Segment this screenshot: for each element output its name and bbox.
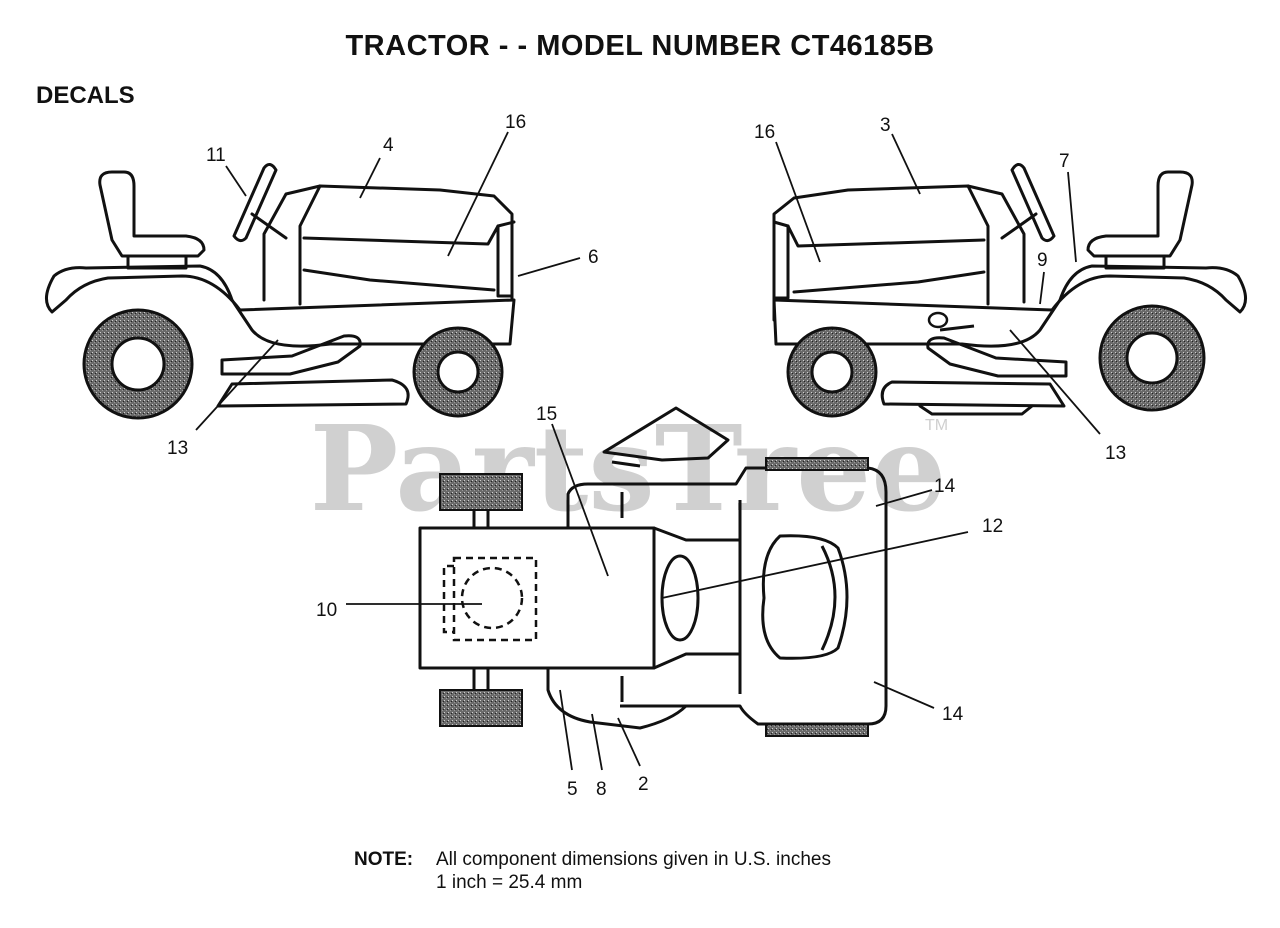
top-callouts: 15 14 12 10 14 5 8 2 [316, 404, 1003, 800]
rear-hub-right [1125, 331, 1179, 385]
watermark-tm: TM [925, 417, 948, 434]
callout-13-right: 13 [1105, 443, 1126, 464]
callout-2: 2 [638, 774, 649, 795]
front-hub-left [436, 350, 480, 394]
note-block: NOTE: All component dimensions given in U… [354, 848, 831, 894]
engine-outline-back [442, 564, 454, 634]
rear-tire-bottom [765, 723, 869, 737]
front-axle-bottom [472, 668, 490, 690]
tractor-right-view [772, 163, 1247, 418]
chassis [566, 466, 888, 726]
right-leaders [775, 133, 1101, 435]
hood-side [302, 220, 516, 246]
lever-knob [927, 311, 949, 329]
hood [966, 184, 990, 306]
callout-8: 8 [596, 779, 607, 800]
steering-wheel-top [602, 406, 730, 462]
steering-column-top [611, 460, 641, 468]
front-tire-top [439, 473, 523, 511]
lift-lever [939, 324, 975, 332]
left-callouts: 11 4 16 6 13 [167, 112, 599, 459]
callout-7: 7 [1059, 151, 1070, 172]
top-leaders [346, 423, 969, 771]
right-callouts: 16 3 7 9 13 [754, 115, 1126, 464]
left-leaders [195, 131, 581, 431]
mower-deck [216, 378, 410, 408]
steering-wheel [232, 163, 278, 243]
callout-12: 12 [982, 516, 1003, 537]
note-text-2: 1 inch = 25.4 mm [436, 872, 583, 893]
section-label: DECALS [36, 82, 135, 109]
hood-side [772, 220, 986, 248]
callout-13: 13 [167, 438, 188, 459]
seat [1086, 170, 1194, 258]
dash [262, 184, 514, 302]
grille [496, 224, 514, 298]
callout-3: 3 [880, 115, 891, 136]
dash-top [653, 526, 740, 670]
note-label: NOTE: [354, 849, 414, 870]
tractor-left-wheels [82, 308, 504, 420]
deck-base [918, 404, 1034, 416]
callout-5: 5 [567, 779, 578, 800]
callout-15: 15 [536, 404, 557, 425]
side-platform [546, 668, 688, 730]
footrest [220, 334, 362, 376]
callout-16-right: 16 [754, 122, 775, 143]
hood-line [302, 268, 496, 292]
engine-circle [460, 566, 524, 630]
callout-6: 6 [588, 247, 599, 268]
mower-deck [880, 380, 1066, 408]
callout-16: 16 [505, 112, 526, 133]
note-text-1: All component dimensions given in U.S. i… [436, 849, 831, 870]
callout-4: 4 [383, 135, 394, 156]
steering-wheel [1010, 163, 1056, 243]
diagram-title: TRACTOR - - MODEL NUMBER CT46185B [345, 30, 935, 62]
front-hub-right [810, 350, 854, 394]
engine-outline [452, 556, 538, 642]
footrest [926, 336, 1068, 378]
seat-top [761, 534, 849, 660]
callout-14-top: 14 [934, 476, 956, 497]
grille [772, 224, 790, 300]
rear-fender [45, 264, 516, 348]
callout-10: 10 [316, 600, 337, 621]
rear-tire-top [765, 457, 869, 471]
dash [772, 184, 1026, 322]
rear-fender [772, 264, 1247, 348]
note-line-2: 1 inch = 25.4 mm [354, 871, 831, 894]
seat [98, 170, 206, 258]
tractor-top-view [418, 406, 888, 737]
rear-hub-left [110, 336, 166, 392]
dash-panel [660, 554, 700, 642]
tractor-left-view [45, 163, 516, 408]
front-tire-bottom [439, 689, 523, 727]
hood-line [792, 270, 986, 294]
callout-9: 9 [1037, 250, 1048, 271]
callout-14-bottom: 14 [942, 704, 964, 725]
seat-back-top [820, 545, 837, 651]
callout-11: 11 [206, 145, 226, 166]
note-line-1: NOTE: All component dimensions given in U… [354, 848, 831, 871]
hood [298, 184, 322, 306]
